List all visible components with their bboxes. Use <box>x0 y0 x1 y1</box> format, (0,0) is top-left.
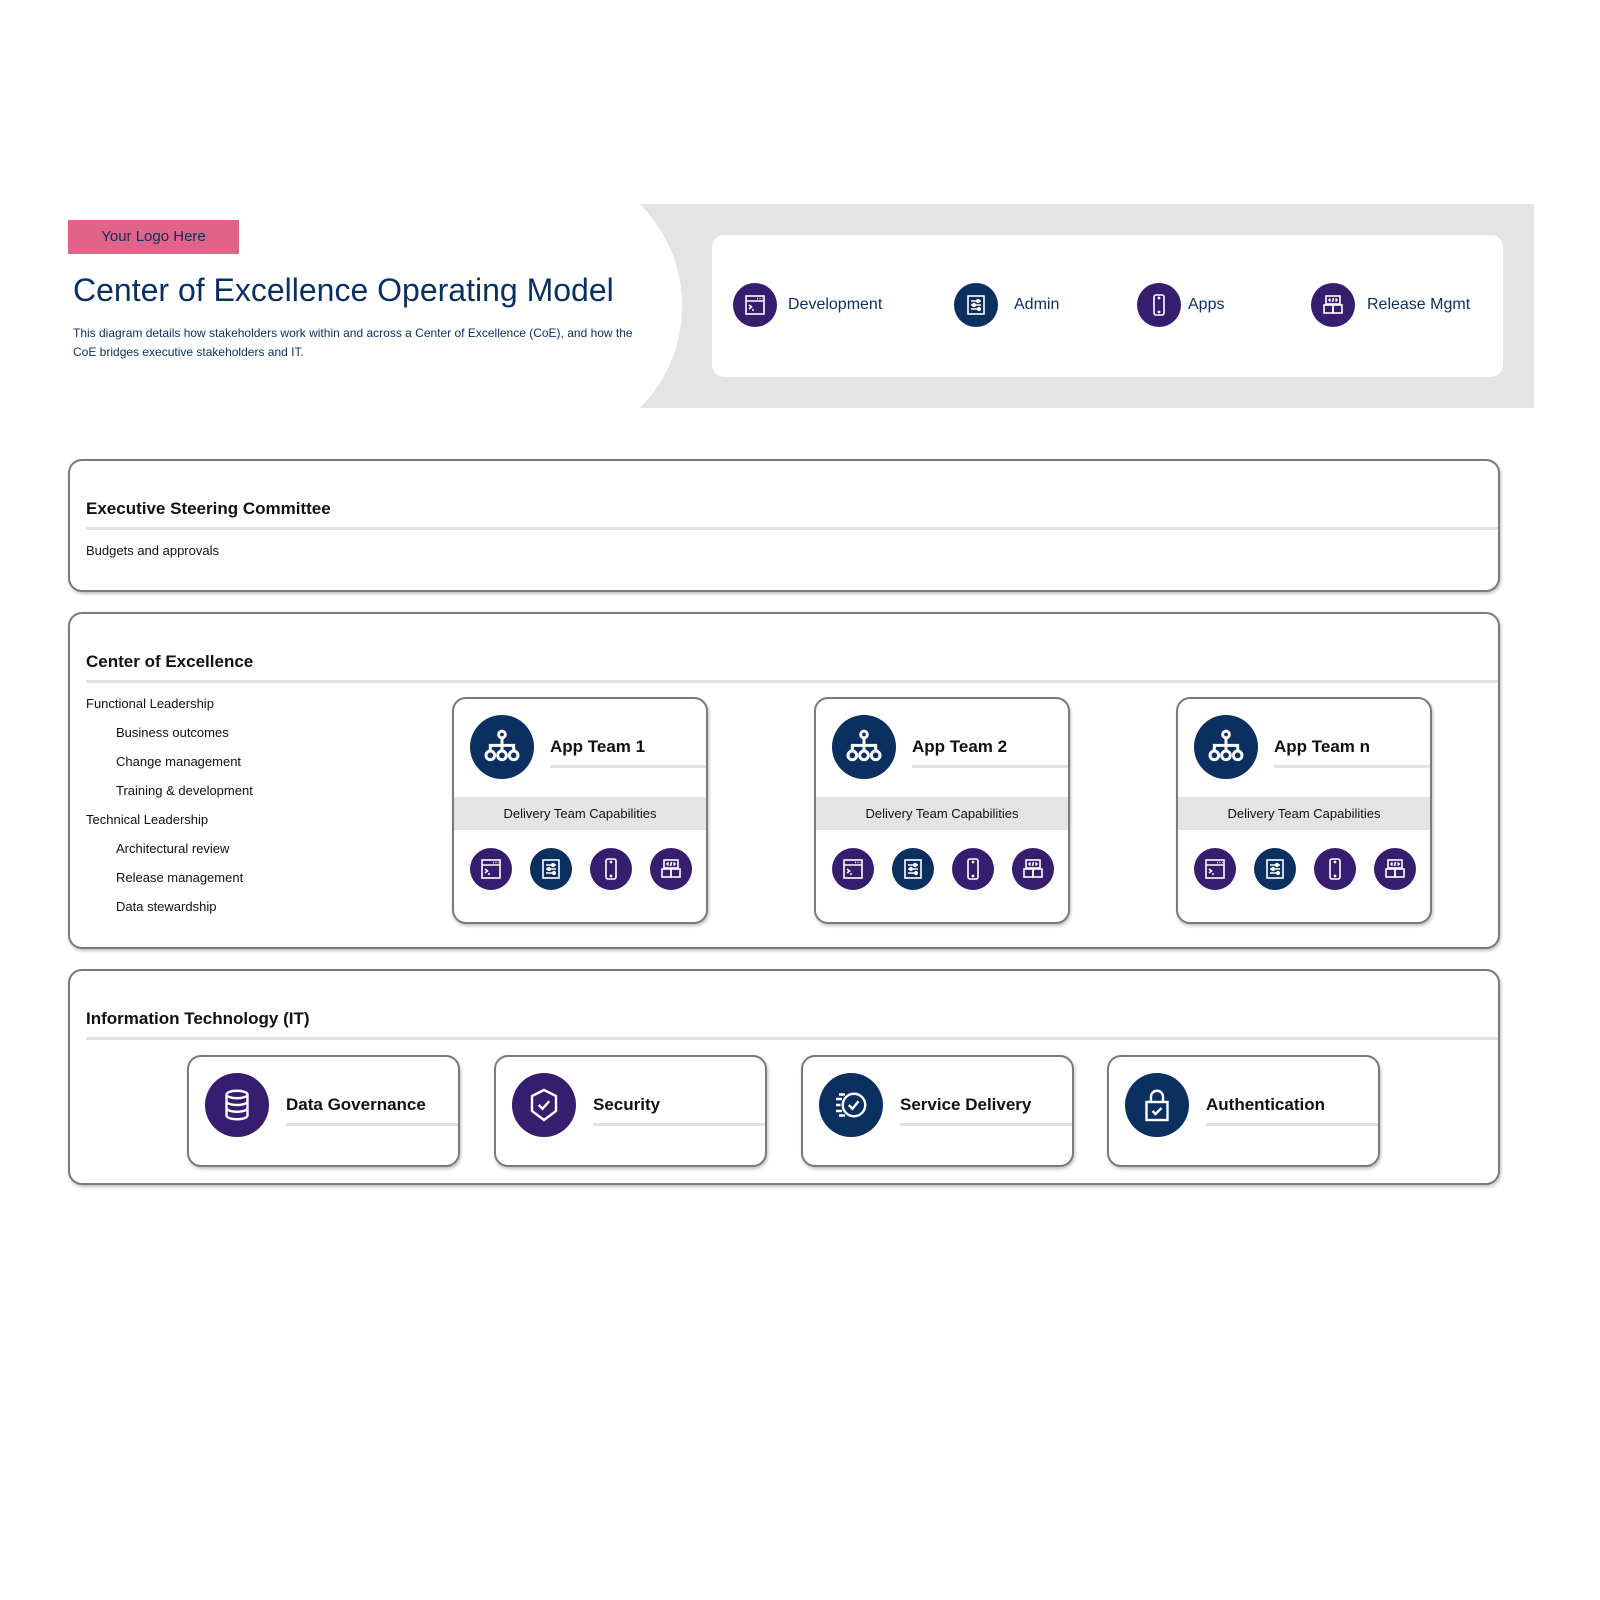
app-team-card[interactable]: App Team n Delivery Team Capabilities <box>1176 697 1432 924</box>
legend-label: Release Mgmt <box>1367 296 1471 313</box>
it-card[interactable]: Service Delivery <box>801 1055 1074 1167</box>
database-icon <box>205 1073 269 1137</box>
divider <box>86 680 1498 683</box>
coe-heading: Functional Leadership <box>86 696 214 711</box>
it-card-label: Authentication <box>1206 1095 1325 1114</box>
settings-sliders-icon <box>892 848 934 890</box>
org-chart-icon <box>1194 715 1258 779</box>
divider <box>912 765 1068 768</box>
divider <box>1274 765 1430 768</box>
coe-subitem: Data stewardship <box>116 899 217 914</box>
legend-label: Apps <box>1188 296 1225 313</box>
app-team-title: App Team n <box>1274 737 1371 756</box>
coe-heading: Technical Leadership <box>86 812 209 827</box>
coe-subitem: Training & development <box>116 783 253 798</box>
legend-panel <box>712 235 1503 377</box>
settings-sliders-icon <box>1254 848 1296 890</box>
settings-sliders-icon <box>530 848 572 890</box>
page-title: Center of Excellence Operating Model <box>73 272 614 308</box>
coe-subitem: Architectural review <box>116 841 230 856</box>
lock-check-icon <box>1125 1073 1189 1137</box>
app-team-card[interactable]: App Team 2 Delivery Team Capabilities <box>814 697 1070 924</box>
terminal-window-icon <box>1194 848 1236 890</box>
it-card-label: Security <box>593 1095 661 1114</box>
divider <box>593 1123 765 1126</box>
org-chart-icon <box>832 715 896 779</box>
it-card[interactable]: Security <box>494 1055 767 1167</box>
mobile-phone-icon <box>1137 283 1181 327</box>
divider <box>900 1123 1072 1126</box>
legend-label: Development <box>788 296 883 313</box>
mobile-phone-icon <box>590 848 632 890</box>
app-team-title: App Team 2 <box>912 737 1008 756</box>
fast-check-icon <box>819 1073 883 1137</box>
settings-sliders-icon <box>954 283 998 327</box>
panel-title: Information Technology (IT) <box>86 1009 310 1028</box>
code-release-icon <box>1012 848 1054 890</box>
coe-subitem: Business outcomes <box>116 725 229 740</box>
it-card[interactable]: Data Governance <box>187 1055 460 1167</box>
divider <box>550 765 706 768</box>
legend-label: Admin <box>1014 296 1060 313</box>
mobile-phone-icon <box>1314 848 1356 890</box>
divider <box>86 527 1498 530</box>
terminal-window-icon <box>832 848 874 890</box>
app-team-title: App Team 1 <box>550 737 646 756</box>
code-release-icon <box>1374 848 1416 890</box>
divider <box>1206 1123 1378 1126</box>
terminal-window-icon <box>733 283 777 327</box>
code-release-icon <box>650 848 692 890</box>
capabilities-band: Delivery Team Capabilities <box>454 797 706 830</box>
it-card[interactable]: Authentication <box>1107 1055 1380 1167</box>
shield-check-icon <box>512 1073 576 1137</box>
mobile-phone-icon <box>952 848 994 890</box>
capabilities-band: Delivery Team Capabilities <box>1178 797 1430 830</box>
terminal-window-icon <box>470 848 512 890</box>
divider <box>286 1123 458 1126</box>
it-card-label: Data Governance <box>286 1095 426 1114</box>
coe-subitem: Release management <box>116 870 244 885</box>
divider <box>86 1037 1498 1040</box>
panel-title: Executive Steering Committee <box>86 499 331 518</box>
capabilities-band: Delivery Team Capabilities <box>816 797 1068 830</box>
panel-subtitle: Budgets and approvals <box>86 543 219 558</box>
executive-steering-panel: Executive Steering Committee Budgets and… <box>68 459 1500 592</box>
page-description: This diagram details how stakeholders wo… <box>73 326 633 359</box>
org-chart-icon <box>470 715 534 779</box>
panel-title: Center of Excellence <box>86 652 254 671</box>
code-release-icon <box>1311 283 1355 327</box>
center-of-excellence-panel: Center of Excellence Functional Leadersh… <box>68 612 1500 949</box>
it-card-label: Service Delivery <box>900 1095 1032 1114</box>
logo-placeholder: Your Logo Here <box>68 220 239 254</box>
coe-subitem: Change management <box>116 754 242 769</box>
app-team-card[interactable]: App Team 1 Delivery Team Capabilities <box>452 697 708 924</box>
